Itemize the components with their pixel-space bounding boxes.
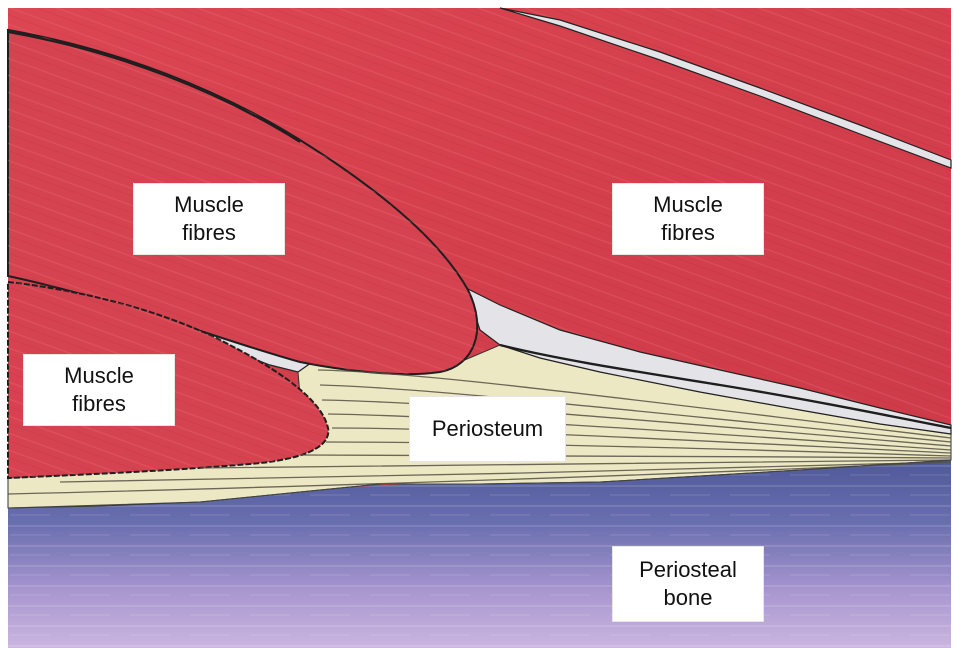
label-line-1: Muscle — [653, 191, 723, 219]
label-line-2: bone — [664, 584, 713, 612]
label-line-1: Periosteal — [639, 556, 737, 584]
label-muscle-fibres-lower-left: Muscle fibres — [23, 354, 175, 426]
label-line-2: fibres — [182, 219, 236, 247]
label-muscle-fibres-upper-right: Muscle fibres — [612, 183, 764, 255]
label-line-1: Periosteum — [432, 415, 543, 443]
label-line-1: Muscle — [174, 191, 244, 219]
label-line-1: Muscle — [64, 362, 134, 390]
label-periosteum: Periosteum — [409, 396, 566, 462]
label-periosteal-bone: Periosteal bone — [612, 546, 764, 622]
label-muscle-fibres-upper-left: Muscle fibres — [133, 183, 285, 255]
label-line-2: fibres — [661, 219, 715, 247]
label-line-2: fibres — [72, 390, 126, 418]
